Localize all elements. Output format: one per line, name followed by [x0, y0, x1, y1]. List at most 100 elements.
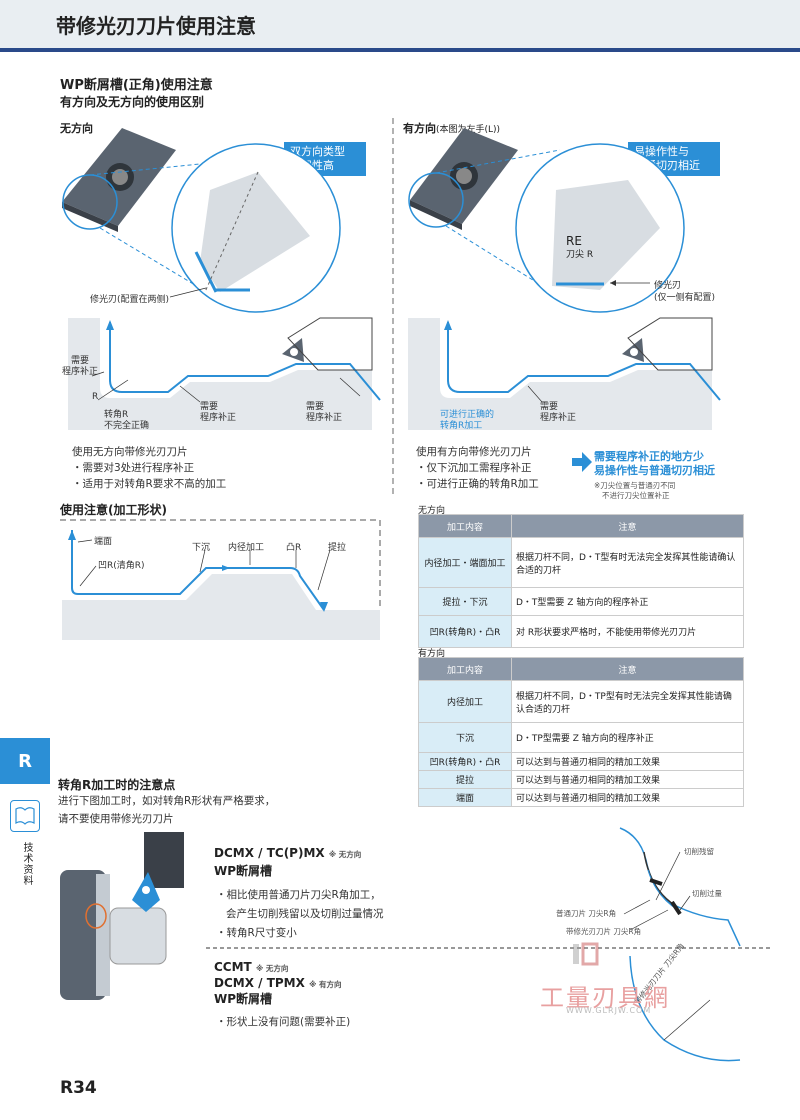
right-need-line2: 程序补正: [540, 413, 577, 423]
left-need3-line2: 程序补正: [306, 413, 343, 423]
right-highlight-line1: 需要程序补正的地方少: [594, 450, 704, 463]
table-dir: 加工内容 注意 内径加工 根据刀杆不同，D・TP型有时无法完全发挥其性能请确认合…: [418, 657, 744, 807]
left-need2-line2: 程序补正: [200, 413, 237, 423]
table-cell-key: 端面: [418, 788, 512, 807]
page-title: 带修光刃刀片使用注意: [56, 14, 256, 38]
left-summary-line2: ・需要对3处进行程序补正: [72, 462, 195, 474]
table-cell-value: D・T型需要 Z 轴方向的程序补正: [511, 587, 744, 616]
corner-detail: [619, 827, 741, 1062]
right-summary: 使用有方向带修光刃刀片 ・仅下沉加工需程序补正 ・可进行正确的转角R加工: [416, 444, 539, 492]
block2-model1: CCMT: [214, 960, 252, 974]
block2-model2: DCMX / TPMX: [214, 976, 305, 990]
block2-model1-note: ※ 无方向: [255, 964, 289, 973]
right-highlight: 需要程序补正的地方少 易操作性与普通切刃相近: [594, 450, 715, 478]
right-re-label: RE 刀尖 R: [566, 234, 593, 262]
label-residual: 切削残留: [684, 847, 714, 856]
shape-label-convex: 凸R: [286, 543, 302, 553]
watermark-logo: [573, 942, 599, 966]
table-header-cell: 注意: [511, 657, 744, 681]
block1-model: DCMX / TC(P)MX ※ 无方向: [214, 846, 361, 860]
right-footnote-line1: ※刀尖位置与普通刃不同: [594, 481, 676, 490]
shape-label-concave: 凹R(清角R): [98, 561, 145, 571]
section-title: WP断屑槽(正角)使用注意: [60, 78, 213, 93]
table-nodir: 加工内容 注意 内径加工・端面加工 根据刀杆不同，D・T型有时无法完全发挥其性能…: [418, 514, 744, 648]
corner-title: 转角R加工时的注意点: [58, 778, 176, 792]
table-cell-key: 凹R(转角R)・凸R: [418, 752, 512, 771]
block1-bullets: ・相比使用普通刀片刀尖R角加工， 会产生切削残留以及切削过量情况 ・转角R尺寸变…: [216, 886, 384, 943]
right-footnote: ※刀尖位置与普通刃不同 不进行刀尖位置补正: [594, 481, 675, 501]
table-row: 内径加工 根据刀杆不同，D・TP型有时无法完全发挥其性能请确认合适的刀杆: [418, 680, 744, 723]
shape-title: 使用注意(加工形状): [60, 503, 167, 517]
label-normal: 普通刀片 刀尖R角: [556, 909, 617, 918]
table-nodir-caption: 无方向: [418, 506, 446, 516]
label-over: 切削过量: [692, 889, 722, 898]
table-cell-key: 提拉・下沉: [418, 587, 512, 616]
left-summary: 使用无方向带修光刃刀片 ・需要对3处进行程序补正 ・适用于对转角R要求不高的加工: [72, 444, 226, 492]
table-dir-caption: 有方向: [418, 649, 446, 659]
left-callout-line1: 双方向类型: [290, 145, 345, 158]
left-need2-line1: 需要: [200, 402, 219, 412]
table-header-row: 加工内容 注意: [418, 514, 744, 538]
right-label-corner: 可进行正确的 转角R加工: [440, 410, 494, 432]
right-summary-line2: ・仅下沉加工需程序补正: [416, 462, 532, 474]
block2-chip: WP断屑槽: [214, 992, 273, 1006]
right-wiper-line2: (仅一侧有配置): [654, 293, 716, 303]
left-corner-line2: 不完全正确: [104, 421, 150, 431]
block2-models: CCMT ※ 无方向 DCMX / TPMX ※ 有方向 WP断屑槽: [214, 960, 341, 1006]
shape-label-sink: 下沉: [192, 543, 211, 553]
block1-bullet1: ・相比使用普通刀片刀尖R角加工，: [216, 889, 381, 901]
right-footnote-line2: 不进行刀尖位置补正: [602, 491, 670, 500]
block2-bullets: ・形状上没有问题(需要补正): [216, 1014, 350, 1030]
table-header-row: 加工内容 注意: [418, 657, 744, 681]
left-wiper-label: 修光刃(配置在两侧): [90, 295, 170, 305]
right-corner-line1: 可进行正确的: [440, 410, 495, 420]
shape-label-end: 端面: [94, 537, 113, 547]
sidebar-section-tab[interactable]: R: [0, 738, 50, 784]
right-summary-line3: ・可进行正确的转角R加工: [416, 478, 539, 490]
corner-text: 进行下图加工时，如对转角R形状有严格要求， 请不要使用带修光刃刀片: [58, 792, 275, 828]
left-summary-line3: ・适用于对转角R要求不高的加工: [72, 478, 227, 490]
left-insert-illustration: [62, 128, 176, 232]
shape-label-lift: 提拉: [328, 543, 347, 553]
block1-bullet2: 会产生切削残留以及切削过量情况: [226, 908, 384, 920]
left-workpiece: [68, 317, 381, 430]
sidebar-label: 技术资料: [21, 842, 32, 886]
table-cell-key: 提拉: [418, 770, 512, 789]
shape-diagram: [60, 519, 381, 640]
table-cell-value: 根据刀杆不同，D・TP型有时无法完全发挥其性能请确认合适的刀杆: [511, 680, 744, 723]
left-need3-line1: 需要: [306, 402, 325, 412]
right-workpiece: [408, 317, 721, 430]
table-row: 凹R(转角R)・凸R 对 R形状要求严格时，不能使用带修光刃刀片: [418, 615, 744, 648]
right-need-line1: 需要: [540, 402, 559, 412]
left-label-need1: 需要 程序补正: [62, 356, 98, 378]
right-re-line1: RE: [566, 234, 582, 248]
left-label-need2: 需要 程序补正: [200, 402, 236, 424]
block2-model2-note: ※ 有方向: [309, 980, 342, 989]
table-cell-value: 可以达到与普通刃相同的精加工效果: [511, 752, 744, 771]
table-row: 凹R(转角R)・凸R 可以达到与普通刃相同的精加工效果: [418, 752, 744, 771]
block1-chip: WP断屑槽: [214, 864, 273, 878]
right-callout-line1: 易操作性与: [634, 145, 689, 158]
right-highlight-line2: 易操作性与普通切刃相近: [594, 464, 715, 477]
table-row: 提拉 可以达到与普通刃相同的精加工效果: [418, 770, 744, 789]
page-header: [0, 0, 800, 52]
left-label-need3: 需要 程序补正: [306, 402, 342, 424]
right-insert-illustration: [410, 128, 518, 230]
right-summary-line1: 使用有方向带修光刃刀片: [416, 446, 532, 458]
lathe-figure: [60, 832, 184, 1000]
table-cell-value: 可以达到与普通刃相同的精加工效果: [511, 788, 744, 807]
right-label-need: 需要 程序补正: [540, 402, 576, 424]
right-corner-line2: 转角R加工: [440, 421, 483, 431]
left-label-r: R: [92, 392, 99, 402]
table-cell-key: 内径加工: [418, 680, 512, 723]
table-header-cell: 注意: [511, 514, 744, 538]
table-cell-key: 下沉: [418, 722, 512, 753]
label-wiper: 带修光刃刀片 刀尖R角: [566, 927, 642, 936]
left-need1-line1: 需要: [71, 356, 90, 366]
shape-label-inner: 内径加工: [228, 543, 265, 553]
left-need1-line2: 程序补正: [62, 367, 99, 377]
right-re-line2: 刀尖 R: [566, 250, 594, 260]
table-row: 提拉・下沉 D・T型需要 Z 轴方向的程序补正: [418, 587, 744, 616]
left-label-corner: 转角R 不完全正确: [104, 410, 149, 432]
